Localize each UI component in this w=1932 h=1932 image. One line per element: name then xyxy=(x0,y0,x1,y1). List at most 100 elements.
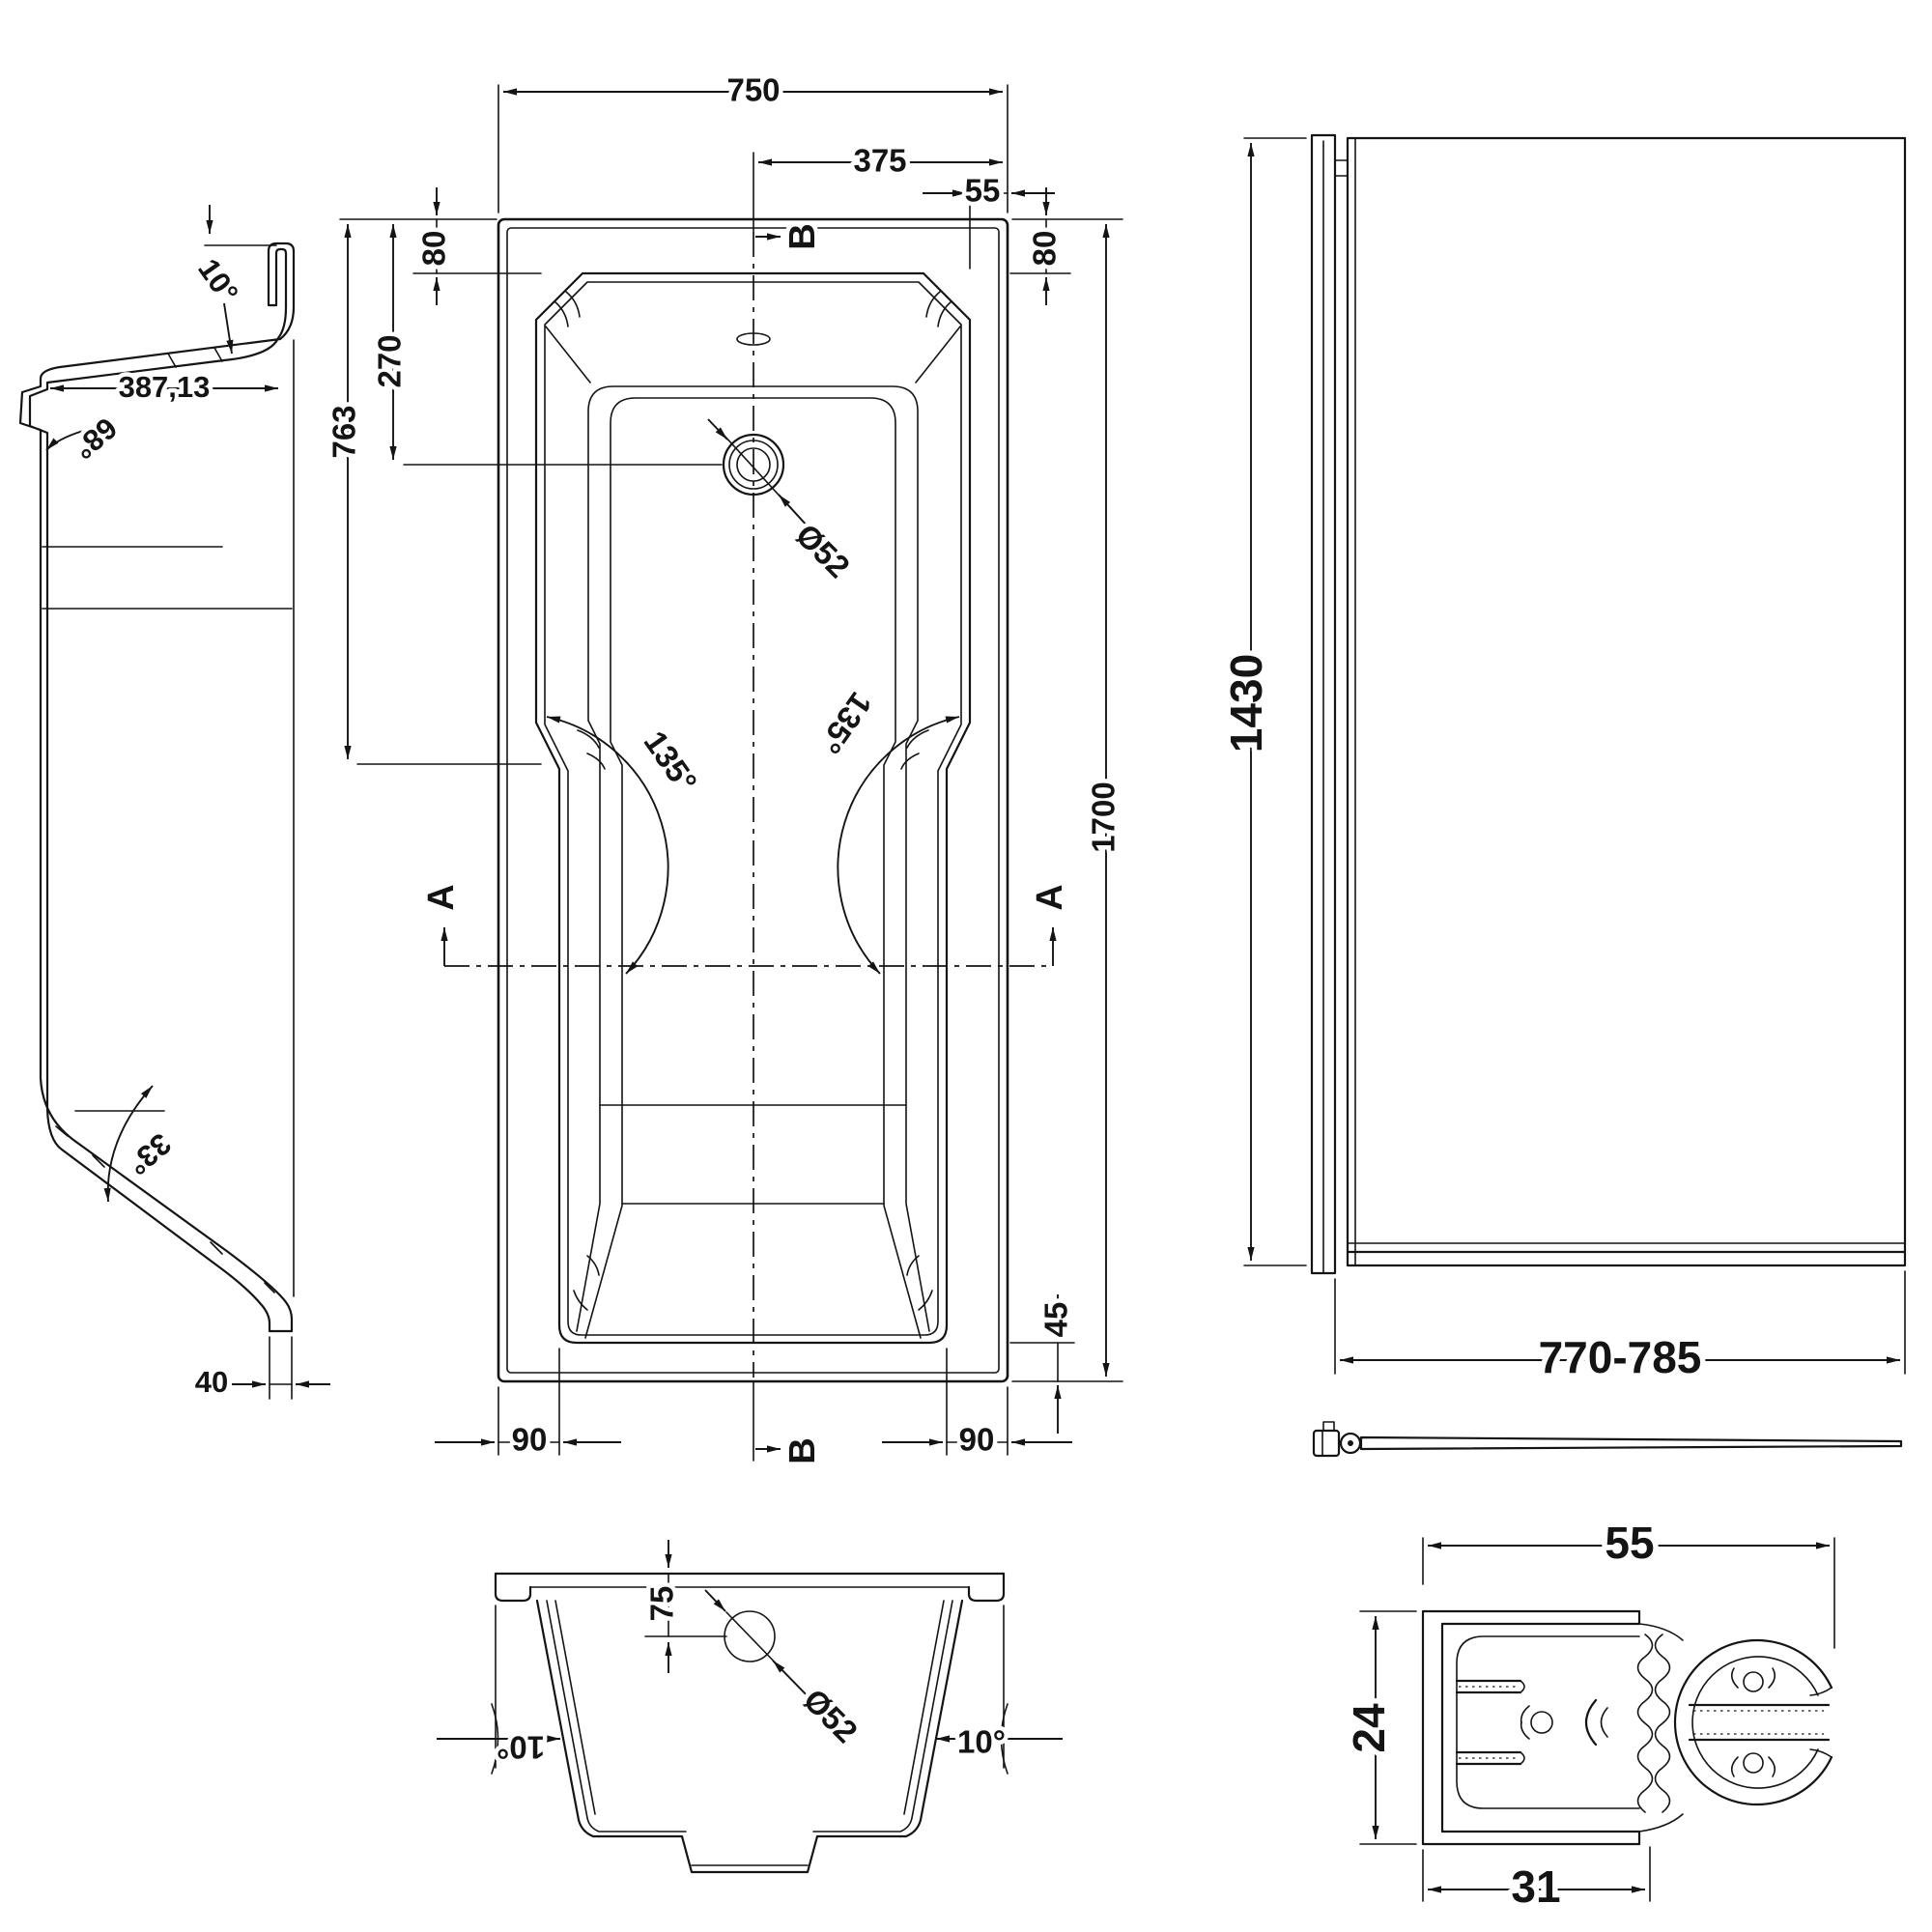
dim-text-drain-diameter: Ø52 xyxy=(789,517,857,584)
dim-text-upper-section-length: 763 xyxy=(327,405,362,458)
angle-arc xyxy=(837,716,960,975)
leader-line xyxy=(223,302,234,355)
leader-line xyxy=(45,430,84,451)
section-label-b-bottom: B xyxy=(782,1437,823,1463)
foot-arc-tick xyxy=(906,1255,920,1276)
clip-socket-inner xyxy=(1600,1707,1608,1738)
hinge-tab xyxy=(1322,1421,1335,1432)
side-panel-view: 10° 387,13 68° 33° 40 xyxy=(18,205,330,1404)
head-chamfer-line xyxy=(545,326,591,384)
angle-arc xyxy=(546,716,669,975)
dim-section-wall-angle-left: 10° xyxy=(437,1703,560,1775)
tangent-tick xyxy=(92,1154,105,1168)
clip-mushroom xyxy=(1530,1711,1553,1734)
section-label-b-top: B xyxy=(782,223,823,249)
post-mushroom xyxy=(1743,1752,1764,1774)
drain-boss xyxy=(680,1834,819,1874)
chamfer-arc-tick xyxy=(925,291,941,318)
dim-text-side-foot-width: 40 xyxy=(195,1365,228,1399)
dim-text-side-base-angle: 33° xyxy=(121,1126,177,1181)
dim-text-rim-foot: 45 xyxy=(1038,1302,1074,1338)
round-post-outline xyxy=(1673,1638,1833,1806)
angle-arc xyxy=(103,1085,154,1203)
dim-side-foot-width: 40 xyxy=(190,1336,330,1404)
top-bracket xyxy=(1334,159,1349,177)
arrow-line xyxy=(778,494,810,529)
post-wing xyxy=(1730,1667,1739,1689)
dim-profile-depth: 24 xyxy=(1339,1610,1417,1845)
clip-wing xyxy=(1520,1705,1530,1724)
chamfer-arc-tick xyxy=(554,300,569,327)
clip-socket xyxy=(1584,1698,1598,1747)
chamfer-arc-tick xyxy=(937,300,952,327)
wall-right-inner xyxy=(812,1600,953,1833)
arrow-line xyxy=(704,1589,726,1612)
arrow-line xyxy=(772,1660,816,1705)
post-mushroom xyxy=(1743,1671,1764,1692)
section-label-a-left: A xyxy=(421,884,462,910)
dim-plan-rim-side: 55 xyxy=(923,168,1055,270)
chamfer-arc-tick xyxy=(565,291,581,318)
hinge-body xyxy=(1312,1429,1341,1458)
dim-section-drain-diameter: Ø52 xyxy=(704,1589,869,1754)
glass-edge-strip xyxy=(1359,1435,1903,1451)
seam-zigzag xyxy=(1654,1634,1671,1813)
dim-text-side-wall-angle: 68° xyxy=(67,411,123,466)
dim-side-base-angle: 33° xyxy=(74,1085,182,1203)
dim-text-rim-head-right: 80 xyxy=(1027,231,1063,267)
kink-arc-tick xyxy=(586,753,606,770)
seam-cap xyxy=(1638,1813,1684,1833)
dim-text-transition-left: 135° xyxy=(638,724,704,799)
dim-text-transition-right: 135° xyxy=(812,686,879,760)
shelf-end-arc xyxy=(1520,1680,1525,1693)
head-chamfer-line xyxy=(915,326,961,384)
post-tip-hook xyxy=(1809,1748,1833,1758)
dim-section-rim-to-drain: 75 xyxy=(639,1540,727,1673)
dim-text-overall-width: 750 xyxy=(726,72,780,108)
seam-zigzag xyxy=(1636,1634,1654,1813)
wall-left-outer xyxy=(535,1599,684,1838)
tangent-tick xyxy=(264,1282,275,1293)
tangent-tick xyxy=(55,1125,69,1137)
dim-text-side-depth: 387,13 xyxy=(119,370,211,404)
dim-text-section-drain-diameter: Ø52 xyxy=(797,1682,865,1749)
section-a-marker: A A xyxy=(417,880,1075,967)
dim-side-wall-angle: 68° xyxy=(45,407,128,470)
dim-text-rim-to-drain: 75 xyxy=(644,1586,680,1622)
foot-arc-tick xyxy=(573,1290,588,1311)
dim-text-profile-inner-width: 31 xyxy=(1511,1861,1560,1912)
dim-profile-width: 55 xyxy=(1422,1513,1835,1649)
dim-text-foot-ledge-left: 90 xyxy=(512,1422,548,1458)
dim-plan-rim-foot: 45 xyxy=(1009,1294,1078,1434)
seam-cap xyxy=(1638,1623,1684,1641)
clip-wing xyxy=(1520,1720,1530,1740)
basin-opening-inner-line xyxy=(544,281,962,1336)
rim-lip-left xyxy=(494,1572,532,1603)
dim-plan-rim-head-right: 80 xyxy=(1009,187,1071,305)
frame-profile-detail-view: 55 24 31 xyxy=(1339,1513,1835,1918)
post-wing xyxy=(1768,1756,1776,1777)
arrow-line xyxy=(707,418,728,440)
wall-left-face xyxy=(554,1600,596,1815)
dim-text-rim-side: 55 xyxy=(965,173,1001,209)
panel-profile-outline xyxy=(18,242,296,1333)
dim-plan-left-stack: 80 270 763 xyxy=(322,187,723,765)
dim-profile-inner-width: 31 xyxy=(1422,1846,1651,1918)
wall-left-inner xyxy=(546,1600,687,1833)
tangent-tick xyxy=(167,353,177,368)
dim-text-center-offset: 375 xyxy=(853,143,906,179)
foot-arc-tick xyxy=(918,1290,933,1311)
dim-text-side-top-angle: 10° xyxy=(191,252,245,308)
dim-text-overall-length: 1700 xyxy=(1086,781,1122,852)
dim-text-wall-angle-left: 10° xyxy=(497,1729,545,1765)
dim-plan-overall-length: 1700 xyxy=(1011,218,1125,1382)
screen-front-view: 1430 770-785 xyxy=(1216,133,1907,1388)
dim-plan-overall-width: 750 xyxy=(497,68,1009,213)
dim-text-drain-from-rim: 270 xyxy=(372,334,408,387)
foot-arc-tick xyxy=(586,1255,600,1276)
section-label-a-right: A xyxy=(1030,884,1070,910)
dim-plan-foot-ledges: 90 90 xyxy=(435,1348,1072,1462)
dim-plan-center-offset: 375 xyxy=(758,138,1003,183)
hinge-pivot-pin xyxy=(1348,1440,1353,1446)
